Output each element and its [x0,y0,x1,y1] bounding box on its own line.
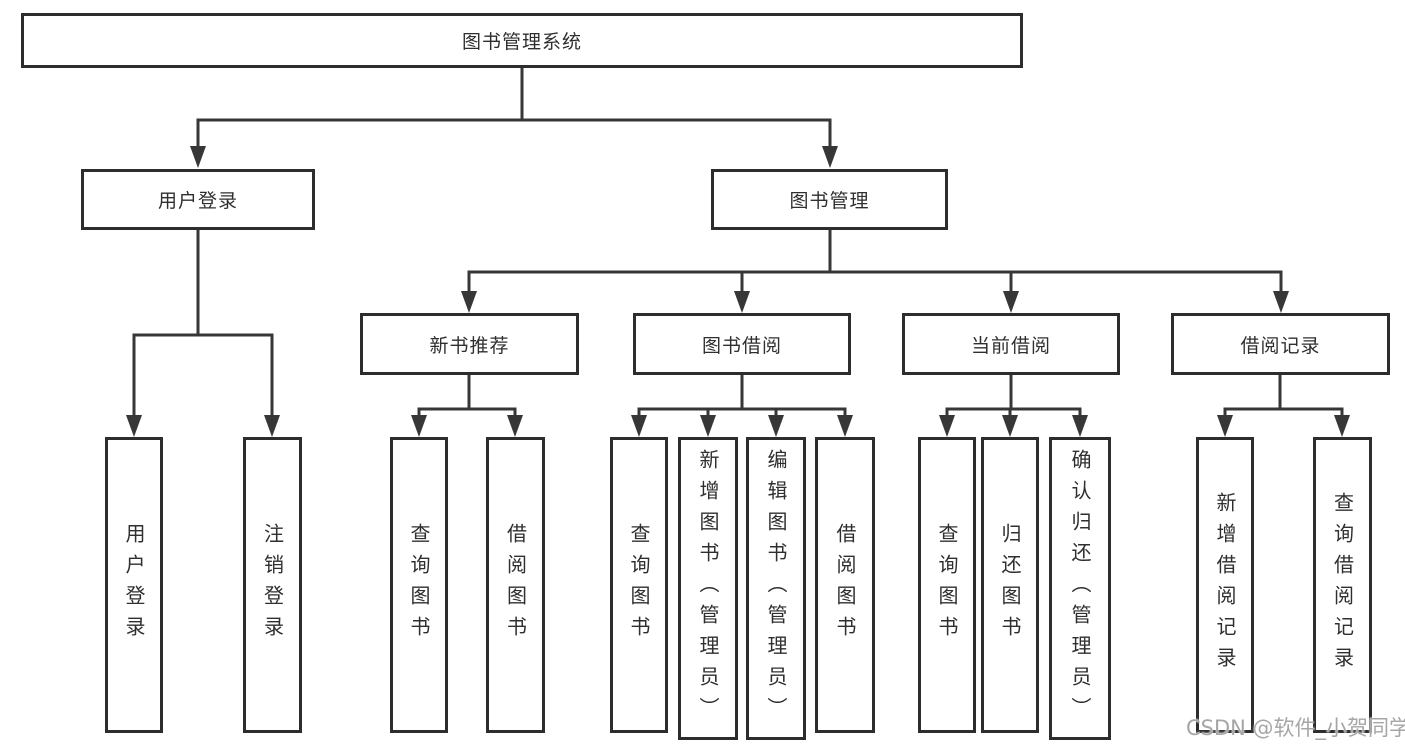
node-new-book-recommend: 新书推荐 [360,313,579,375]
leaf-query-books-recommend: 查询图书 [390,437,448,733]
leaf-query-books-current: 查询图书 [918,437,976,733]
leaf-return-book: 归还图书 [981,437,1039,733]
leaf-query-books-borrow-label: 查询图书 [627,523,651,647]
leaf-logout: 注销登录 [243,437,302,733]
node-book-borrow-label: 图书借阅 [701,334,782,357]
leaf-query-books-recommend-label: 查询图书 [407,523,431,647]
node-current-borrow: 当前借阅 [902,313,1120,375]
leaf-query-books-current-label: 查询图书 [935,523,959,647]
leaf-add-borrow-record-label: 新增借阅记录 [1213,492,1237,678]
node-user-login: 用户登录 [81,169,315,230]
node-new-book-recommend-label: 新书推荐 [429,334,510,357]
node-borrow-records: 借阅记录 [1171,313,1390,375]
leaf-return-book-label: 归还图书 [998,523,1022,647]
node-book-management: 图书管理 [711,169,948,230]
node-book-borrow: 图书借阅 [633,313,851,375]
leaf-add-borrow-record: 新增借阅记录 [1196,437,1254,733]
leaf-borrow-books-recommend-label: 借阅图书 [503,523,528,647]
leaf-query-books-borrow: 查询图书 [610,437,668,733]
leaf-edit-book-admin-label: 编辑图书（管理员） [764,449,788,728]
leaf-borrow-books: 借阅图书 [815,437,875,733]
node-borrow-records-label: 借阅记录 [1240,334,1321,357]
node-root-label: 图书管理系统 [461,31,582,53]
node-book-management-label: 图书管理 [789,190,870,212]
node-current-borrow-label: 当前借阅 [970,334,1051,357]
leaf-query-borrow-record: 查询借阅记录 [1313,437,1372,733]
leaf-user-login: 用户登录 [105,437,163,733]
leaf-add-book-admin: 新增图书（管理员） [678,437,738,740]
node-user-login-label: 用户登录 [157,190,238,212]
leaf-confirm-return-admin: 确认归还（管理员） [1049,437,1111,740]
leaf-user-login-label: 用户登录 [122,523,146,647]
leaf-borrow-books-recommend: 借阅图书 [486,437,545,733]
leaf-add-book-admin-label: 新增图书（管理员） [696,449,720,728]
leaf-borrow-books-label: 借阅图书 [833,523,857,647]
leaf-edit-book-admin: 编辑图书（管理员） [746,437,806,740]
node-root: 图书管理系统 [21,13,1023,68]
leaf-query-borrow-record-label: 查询借阅记录 [1330,492,1355,678]
csdn-watermark: CSDN @软件_小贺同学 [1186,716,1405,740]
leaf-logout-label: 注销登录 [260,523,285,647]
leaf-confirm-return-admin-label: 确认归还（管理员） [1068,449,1092,728]
